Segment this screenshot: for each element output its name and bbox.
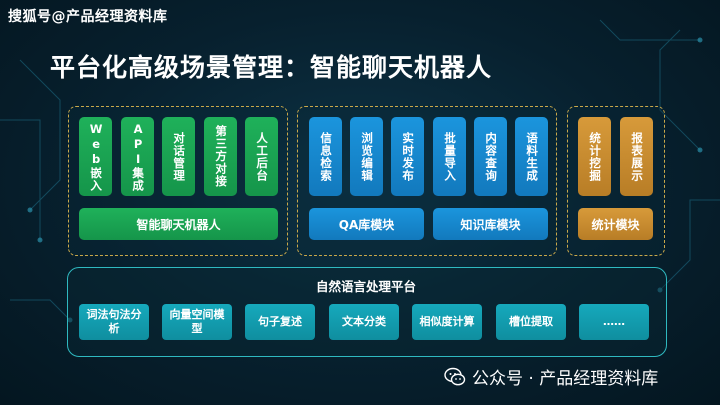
nlp-item-slot-extraction[interactable]: 槽位提取 bbox=[496, 304, 566, 340]
chatbot-module-bar[interactable]: 智能聊天机器人 bbox=[79, 208, 278, 240]
card-human-backend[interactable]: 人工后台 bbox=[245, 117, 278, 196]
nlp-platform-title: 自然语言处理平台 bbox=[315, 279, 416, 294]
qa-module-bar[interactable]: QA库模块 bbox=[309, 208, 424, 240]
wechat-watermark: 公众号 · 产品经理资料库 bbox=[444, 364, 658, 389]
nlp-item-sentence-paraphrase[interactable]: 句子复述 bbox=[245, 304, 315, 340]
kb-module-bar[interactable]: 知识库模块 bbox=[433, 208, 548, 240]
card-dialog-management[interactable]: 对话管理 bbox=[162, 117, 195, 196]
card-corpus-generation[interactable]: 语料生成 bbox=[515, 117, 548, 196]
card-content-query[interactable]: 内容查询 bbox=[474, 117, 507, 196]
wechat-icon bbox=[444, 367, 466, 385]
card-batch-import[interactable]: 批量导入 bbox=[433, 117, 466, 196]
card-report-display[interactable]: 报表展示 bbox=[620, 117, 653, 196]
nlp-item-more[interactable]: …… bbox=[579, 304, 649, 340]
watermark-top: 搜狐号@产品经理资料库 bbox=[8, 9, 168, 25]
nlp-item-lexical-syntax[interactable]: 词法句法分析 bbox=[79, 304, 149, 340]
card-info-retrieval[interactable]: 信息检索 bbox=[309, 117, 342, 196]
nlp-item-text-classification[interactable]: 文本分类 bbox=[329, 304, 399, 340]
card-stats-mining[interactable]: 统计挖掘 bbox=[578, 117, 611, 196]
card-third-party[interactable]: 第三方对接 bbox=[204, 117, 237, 196]
wechat-watermark-text: 公众号 · 产品经理资料库 bbox=[472, 369, 659, 389]
nlp-item-vector-space[interactable]: 向量空间模型 bbox=[162, 304, 232, 340]
page-title: 平台化高级场景管理：智能聊天机器人 bbox=[50, 53, 493, 82]
stats-module-bar[interactable]: 统计模块 bbox=[578, 208, 653, 240]
card-realtime-publish[interactable]: 实时发布 bbox=[391, 117, 424, 196]
card-browse-edit[interactable]: 浏览编辑 bbox=[350, 117, 383, 196]
nlp-item-similarity[interactable]: 相似度计算 bbox=[412, 304, 482, 340]
card-web-embed[interactable]: Web嵌入 bbox=[79, 117, 112, 196]
card-api-integration[interactable]: API集成 bbox=[121, 117, 154, 196]
